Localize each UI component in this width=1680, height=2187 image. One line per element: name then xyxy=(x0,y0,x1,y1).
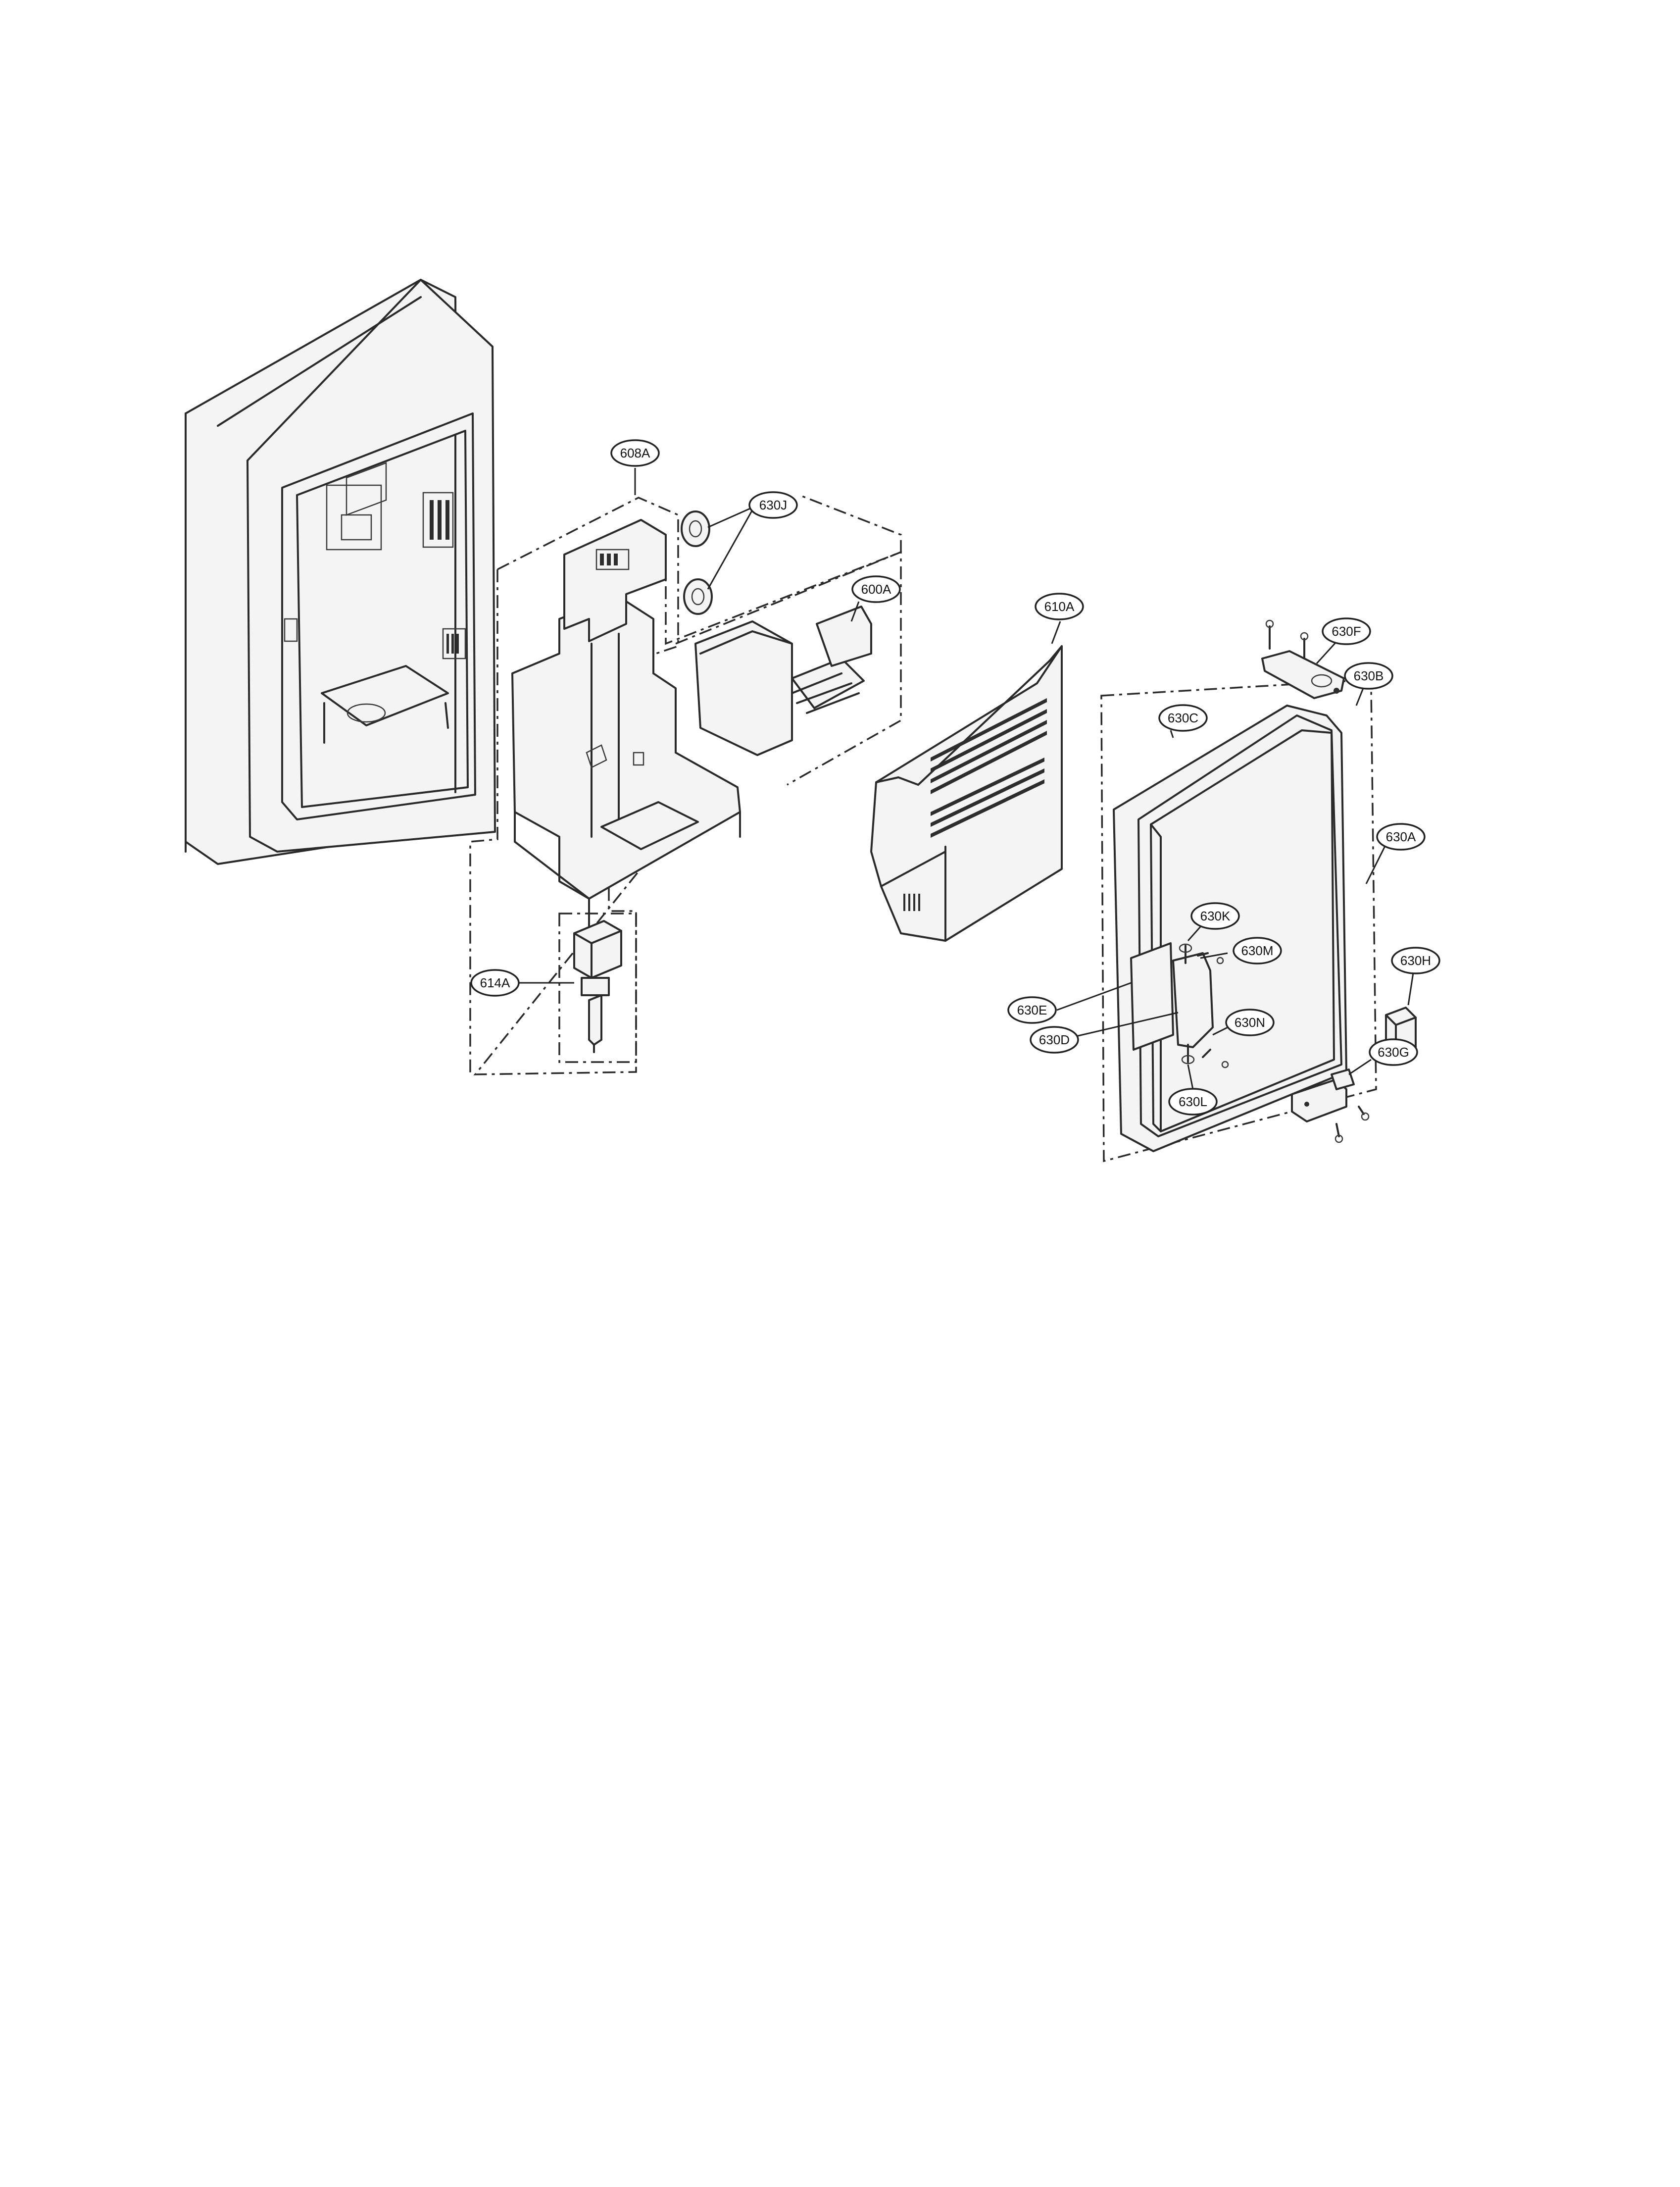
dispenser-housing-608A xyxy=(469,497,741,1075)
svg-text:614A: 614A xyxy=(480,975,510,990)
callout-610A: 610A xyxy=(1035,593,1084,620)
svg-text:630M: 630M xyxy=(1241,943,1273,958)
icemaker-600A xyxy=(675,551,902,786)
callout-608A: 608A xyxy=(610,439,660,467)
svg-text:630A: 630A xyxy=(1386,829,1416,844)
callout-630C: 630C xyxy=(1158,704,1208,732)
svg-text:608A: 608A xyxy=(620,446,650,460)
svg-text:630G: 630G xyxy=(1378,1045,1409,1060)
door-assembly-630A xyxy=(1100,680,1377,1163)
svg-text:630K: 630K xyxy=(1200,909,1231,923)
callout-600A: 600A xyxy=(851,575,901,603)
svg-text:630N: 630N xyxy=(1235,1015,1265,1030)
callout-630K: 630K xyxy=(1190,902,1240,930)
callout-630G: 630G xyxy=(1369,1038,1418,1066)
callout-630F: 630F xyxy=(1322,617,1371,645)
svg-text:630E: 630E xyxy=(1017,1003,1047,1017)
callout-630E: 630E xyxy=(1007,996,1057,1024)
callout-630D: 630D xyxy=(1030,1026,1079,1054)
callout-630M: 630M xyxy=(1233,937,1282,965)
callout-614A: 614A xyxy=(470,969,520,997)
door-liner-assembly xyxy=(185,279,496,865)
svg-text:630J: 630J xyxy=(759,498,787,512)
svg-text:630D: 630D xyxy=(1039,1032,1070,1047)
callout-630B: 630B xyxy=(1344,662,1393,690)
upper-hinge-630F xyxy=(1261,619,1345,699)
lower-hinge-630G xyxy=(1291,1068,1370,1143)
ice-bin-cover-610A xyxy=(870,645,1063,942)
svg-text:630B: 630B xyxy=(1354,668,1384,683)
svg-text:610A: 610A xyxy=(1044,599,1075,614)
callout-630H: 630H xyxy=(1391,947,1440,974)
callout-630L: 630L xyxy=(1168,1088,1218,1116)
callout-630J: 630J xyxy=(748,491,798,519)
svg-text:630H: 630H xyxy=(1400,953,1431,968)
svg-text:630F: 630F xyxy=(1332,624,1361,639)
water-valve-614A xyxy=(558,913,637,1063)
svg-text:600A: 600A xyxy=(861,582,891,597)
svg-text:630C: 630C xyxy=(1168,711,1198,725)
callout-630N: 630N xyxy=(1225,1009,1275,1036)
callout-630A: 630A xyxy=(1376,823,1426,851)
svg-text:630L: 630L xyxy=(1179,1094,1207,1109)
